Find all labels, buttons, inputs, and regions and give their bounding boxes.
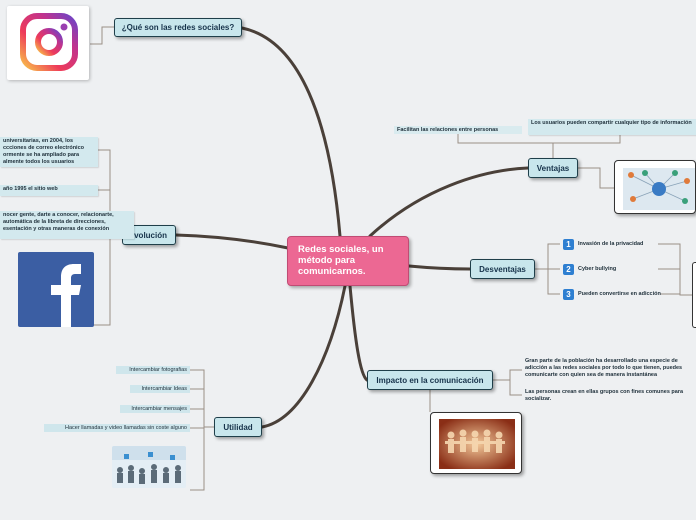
social-network-icon xyxy=(623,168,695,210)
topic-utilidad[interactable]: Utilidad xyxy=(214,417,262,437)
impacto-item[interactable]: Gran parte de la población ha desarrolla… xyxy=(525,358,683,378)
topic-que-son[interactable]: ¿Qué son las redes sociales? xyxy=(114,18,242,37)
network-globe-picture xyxy=(614,160,696,214)
topic-ventajas[interactable]: Ventajas xyxy=(528,158,578,178)
topic-evolucion[interactable]: Evolución xyxy=(122,225,176,245)
paper-people-chain-icon xyxy=(439,419,515,469)
utilidad-item[interactable]: Intercambiar Ideas xyxy=(130,385,190,393)
desventaja-number-1: 1 xyxy=(563,239,574,250)
desventaja-item[interactable]: Invasión de la privacidad xyxy=(578,241,644,247)
people-network-icon xyxy=(112,446,186,484)
instagram-logo-frame xyxy=(7,6,89,80)
desventaja-item[interactable]: Pueden convertirse en adicción xyxy=(578,291,661,297)
desventaja-item[interactable]: Cyber bullying xyxy=(578,266,617,272)
desventajas-picture-edge xyxy=(692,262,696,328)
network-people-image xyxy=(112,446,186,488)
topic-impacto[interactable]: Impacto en la comunicación xyxy=(367,370,493,390)
desventaja-number-2: 2 xyxy=(563,264,574,275)
evolucion-note-conocer[interactable]: nocer gente, darte a conocer, relacionar… xyxy=(0,211,134,239)
facebook-f-icon xyxy=(51,264,81,327)
utilidad-item[interactable]: Intercambiar fotografias xyxy=(116,366,190,374)
evolucion-note-1995[interactable]: año 1995 el sitio web xyxy=(0,185,98,196)
utilidad-item[interactable]: Hacer llamadas y video llamadas sin cost… xyxy=(44,424,190,432)
ventajas-item[interactable]: Los usuarios pueden compartir cualquier … xyxy=(528,119,696,135)
instagram-logo-icon xyxy=(20,13,78,71)
topic-desventajas[interactable]: Desventajas xyxy=(470,259,535,279)
desventaja-number-3: 3 xyxy=(563,289,574,300)
evolucion-note-2004[interactable]: universitarias, en 2004, los ccciones de… xyxy=(0,137,98,167)
paper-people-picture xyxy=(430,412,522,474)
impacto-item[interactable]: Las personas crean en ellas grupos con f… xyxy=(525,389,684,402)
facebook-logo xyxy=(18,252,94,327)
ventajas-item[interactable]: Facilitan las relaciones entre personas xyxy=(394,126,522,134)
central-topic[interactable]: Redes sociales, un método para comunicar… xyxy=(287,236,409,286)
utilidad-item[interactable]: Intercambiar mensajes xyxy=(120,405,190,413)
